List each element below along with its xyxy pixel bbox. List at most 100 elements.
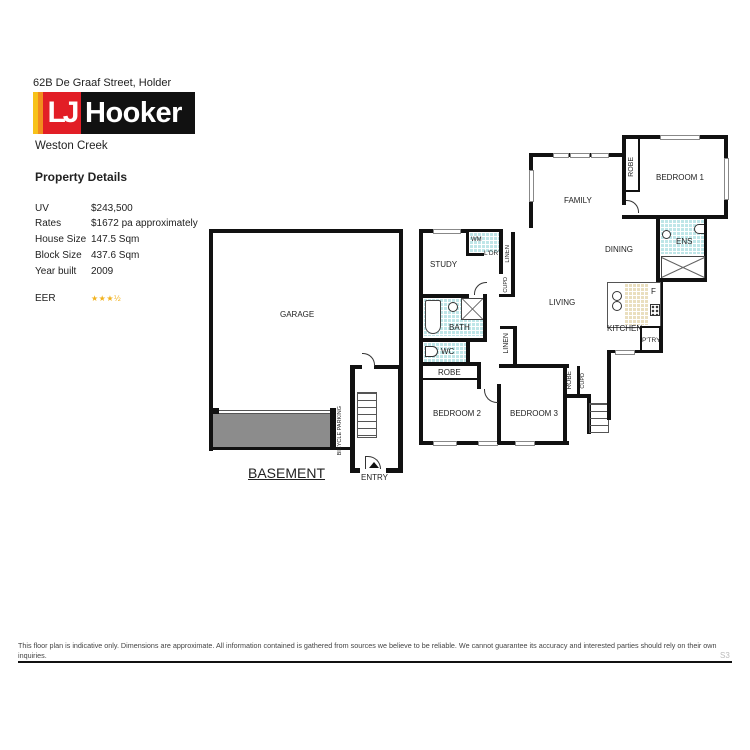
logo-orange-stripe	[38, 92, 43, 134]
wall	[350, 365, 362, 369]
room-label-bedroom-3: BEDROOM 3	[510, 409, 559, 418]
stairs	[589, 403, 609, 433]
laundry-tiles	[469, 232, 499, 253]
wall	[626, 190, 640, 192]
toilet	[425, 346, 438, 357]
wall	[499, 294, 515, 297]
wall	[511, 232, 515, 297]
wall	[497, 384, 501, 444]
wall	[330, 408, 336, 450]
window	[591, 153, 609, 158]
detail-value: 147.5 Sqm	[91, 234, 140, 245]
logo-wordmark: Hooker	[81, 92, 195, 134]
detail-row-house-size: House Size 147.5 Sqm	[35, 234, 235, 245]
wall	[213, 408, 219, 414]
room-label-kitchen: KITCHEN	[607, 324, 643, 333]
room-label-cupd: CUPD	[503, 277, 509, 293]
wall	[398, 365, 403, 473]
detail-value: 437.6 Sqm	[91, 250, 140, 261]
room-label-garage: GARAGE	[280, 310, 315, 319]
window	[553, 153, 569, 158]
disclaimer-text: This floor plan is indicative only. Dime…	[18, 641, 717, 660]
door-swing	[626, 200, 639, 213]
wall	[640, 326, 662, 328]
entry-arrow-icon	[369, 462, 379, 468]
room-label-wm: WM	[471, 237, 482, 243]
window	[660, 135, 700, 140]
kitchen-tiles	[624, 283, 648, 325]
wall	[374, 365, 403, 369]
window	[615, 350, 635, 355]
door-swing	[484, 389, 498, 403]
room-label-cupd: CUPD	[580, 373, 586, 389]
room-label-bedroom-1: BEDROOM 1	[656, 173, 705, 182]
wall	[607, 350, 611, 420]
wall	[483, 294, 487, 342]
logo-initials: LJ	[43, 92, 81, 134]
detail-value: $1672 pa approximately	[91, 218, 198, 229]
wall	[466, 253, 484, 256]
window	[724, 158, 729, 200]
wall	[659, 282, 663, 352]
basin	[448, 302, 458, 312]
wall	[499, 364, 569, 368]
logo-yellow-stripe	[33, 92, 38, 134]
window	[570, 153, 590, 158]
window	[529, 170, 534, 202]
detail-label: UV	[35, 203, 49, 214]
wall	[608, 350, 663, 353]
room-label-ens: ENS	[676, 237, 693, 246]
room-label-living: LIVING	[549, 298, 576, 307]
room-label-bath: BATH	[449, 323, 470, 332]
window	[433, 229, 461, 234]
window	[478, 441, 498, 446]
detail-value: 2009	[91, 266, 114, 277]
room-label-robe: ROBE	[566, 371, 573, 390]
door-swing	[474, 282, 487, 295]
room-label-bedroom-2: BEDROOM 2	[433, 409, 482, 418]
wall	[638, 139, 640, 191]
office-name: Weston Creek	[35, 140, 108, 152]
cooktop	[650, 304, 660, 316]
bathtub	[425, 300, 441, 334]
property-address: 62B De Graaf Street, Holder	[33, 77, 172, 89]
wall	[640, 326, 642, 352]
shower	[661, 256, 705, 279]
garage-door	[219, 410, 330, 414]
room-label-bicycle-parking: BICYCLE PARKING	[337, 406, 343, 456]
lj-hooker-logo: LJ Hooker	[33, 92, 195, 134]
detail-row-eer: EER ★★★½	[35, 293, 235, 304]
wall	[499, 229, 503, 274]
wall	[350, 365, 355, 473]
window	[515, 441, 535, 446]
room-label-family: FAMILY	[564, 196, 592, 205]
door-swing	[362, 353, 375, 366]
garage-driveway-shade	[213, 414, 332, 449]
page-code: S3	[720, 651, 730, 660]
wall	[419, 294, 469, 298]
wall	[350, 468, 360, 473]
wall	[209, 447, 335, 450]
wall	[567, 394, 591, 398]
detail-label: House Size	[35, 234, 87, 245]
wall	[419, 362, 480, 366]
window	[433, 441, 457, 446]
room-label-entry: ENTRY	[361, 473, 388, 482]
wall	[500, 326, 516, 329]
detail-row-block-size: Block Size 437.6 Sqm	[35, 250, 235, 261]
wall	[513, 326, 517, 366]
wall	[423, 378, 479, 380]
wall	[466, 340, 470, 364]
room-label-fridge: F	[651, 287, 656, 296]
room-label-study: STUDY	[430, 260, 458, 269]
room-label-pantry: P'TRY	[642, 337, 661, 344]
wall	[622, 215, 728, 219]
detail-label: EER	[35, 293, 56, 304]
detail-label: Block Size	[35, 250, 82, 261]
property-details-title: Property Details	[35, 170, 128, 184]
room-label-robe: ROBE	[438, 368, 461, 377]
detail-label: Rates	[35, 218, 62, 229]
eer-star-rating-icon: ★★★½	[91, 294, 122, 303]
detail-value: $243,500	[91, 203, 133, 214]
